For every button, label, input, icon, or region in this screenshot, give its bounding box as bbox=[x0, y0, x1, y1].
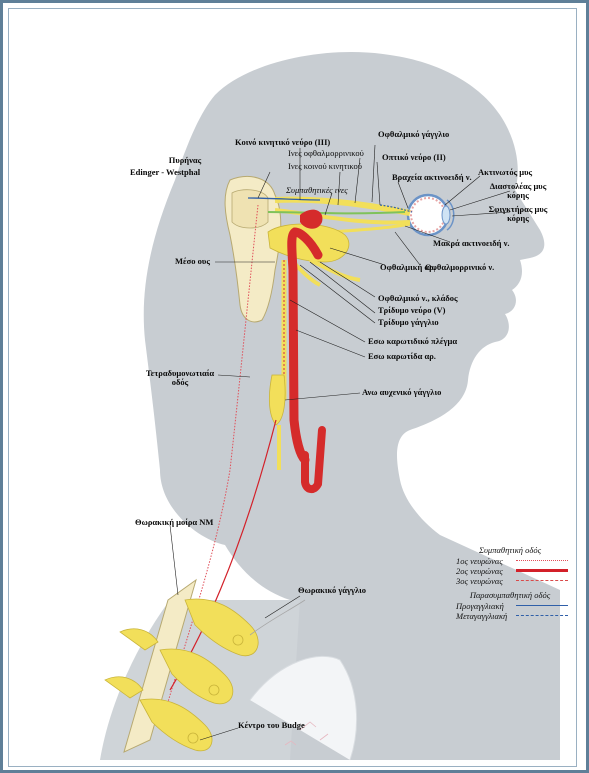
label-budge-center: Κέντρο του Budge bbox=[238, 721, 305, 730]
eye-lens bbox=[442, 206, 450, 224]
label-sphincter-muscle: Σφιγκτήρας μυς κόρης bbox=[478, 205, 558, 223]
label-oculomotor-fibers: Ινες κοινού κινητικού bbox=[288, 162, 362, 171]
oculomotor-green bbox=[268, 212, 405, 213]
legend-neuron3-line bbox=[516, 580, 568, 581]
label-optic-nerve: Οπτικό νεύρο (II) bbox=[382, 153, 446, 162]
legend-preganglionic-label: Προγαγγλιακή bbox=[456, 601, 504, 611]
label-sympathetic-fibers: Συμπαθητικές ινες bbox=[286, 186, 348, 195]
legend-parasympathetic-title: Παρασυμπαθητική οδός bbox=[450, 590, 570, 600]
legend-sympathetic-title: Συμπαθητική οδός bbox=[450, 545, 570, 555]
label-thoracic-ganglion: Θωρακικό γάγγλιο bbox=[298, 586, 366, 595]
label-midbrain: Μέσο ους bbox=[175, 257, 210, 266]
label-internal-carotid-artery: Εσω καρωτίδα αρ. bbox=[368, 352, 436, 361]
label-ciliary-muscle: Ακτινωτός μυς bbox=[478, 168, 532, 177]
legend-neuron3-label: 3ος νευρώνας bbox=[456, 576, 503, 586]
legend-postganglionic-line bbox=[516, 615, 568, 616]
legend-postganglionic-label: Μεταγαγγλιακή bbox=[456, 611, 507, 621]
legend-neuron1-label: 1ος νευρώνας bbox=[456, 556, 503, 566]
label-dilator-muscle: Διαστολέας μυς κόρης bbox=[478, 182, 558, 200]
label-ophthalmic-branch: Οφθαλμικό ν., κλάδος bbox=[378, 294, 458, 303]
label-ciliary-ganglion: Οφθαλμικό γάγγλιο bbox=[378, 130, 449, 139]
label-edinger-westphal: Edinger - Westphal bbox=[130, 168, 200, 177]
legend-neuron2-label: 2ος νευρώνας bbox=[456, 566, 503, 576]
legend-preganglionic-line bbox=[516, 605, 568, 606]
legend: Συμπαθητική οδός 1ος νευρώνας 2ος νευρών… bbox=[450, 545, 570, 621]
label-oculomotor-nerve: Κοινό κινητικό νεύρο (III) bbox=[235, 138, 330, 147]
label-nasociliary-fibers: Ινες οφθαλμορρινικού bbox=[288, 149, 364, 158]
label-trigeminal-nerve: Τρίδυμο νεύρο (V) bbox=[378, 306, 445, 315]
label-internal-carotid-plexus: Εσω καρωτιδικό πλέγμα bbox=[368, 337, 457, 346]
legend-neuron1-line bbox=[516, 560, 568, 561]
label-tectospinal-tract: Τετραδυμονωτιαία οδός bbox=[140, 369, 220, 387]
label-long-ciliary: Μακρά ακτινοειδή ν. bbox=[433, 239, 510, 248]
legend-neuron2-line bbox=[516, 569, 568, 572]
label-trigeminal-ganglion: Τρίδυμο γάγγλιο bbox=[378, 318, 439, 327]
label-short-ciliary: Βραχεία ακτινοειδή ν. bbox=[392, 173, 472, 182]
label-thoracic-spinal-cord: Θωρακική μοίρα ΝΜ bbox=[135, 518, 213, 527]
midbrain-block bbox=[232, 190, 268, 228]
label-superior-cervical-ganglion: Ανω αυχενικό γάγγλιο bbox=[362, 388, 441, 397]
label-nucleus: Πυρήνας bbox=[150, 156, 220, 165]
label-nasociliary-nerve: Οφθαλμορρινικό ν. bbox=[425, 263, 494, 272]
